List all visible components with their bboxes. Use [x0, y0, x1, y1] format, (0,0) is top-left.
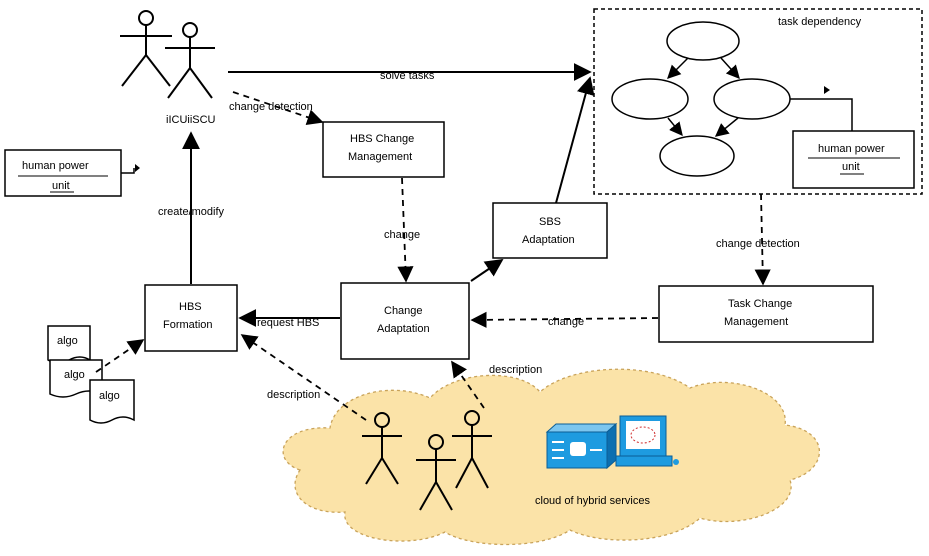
algo-label-1: algo [57, 335, 78, 347]
edge-algo-to-hbs [95, 339, 145, 373]
edge-description-right [451, 360, 485, 409]
edge-change-right [470, 311, 659, 328]
hpu-right-title: human power [818, 143, 885, 155]
box-task-change-management: Task Change Management [658, 285, 874, 343]
hpu-right-unit: unit [842, 161, 860, 173]
edge-label-change-right: change [548, 316, 584, 328]
task-node-right [713, 78, 791, 120]
edge-sbs-to-tasks [555, 76, 595, 204]
edge-to-sbs [470, 258, 504, 282]
cloud-actor-middle [416, 434, 456, 511]
change-adapt-line2: Adaptation [377, 323, 430, 335]
actor-icu [120, 10, 172, 87]
hpu-left-connector [121, 168, 135, 174]
cloud-label: cloud of hybrid services [535, 495, 650, 507]
cloud-actor-right [452, 410, 492, 489]
hbs-change-mgmt-line2: Management [348, 151, 412, 163]
box-sbs-adaptation: SBS Adaptation [492, 202, 608, 259]
actor-label: iICUiiSCU [166, 114, 216, 126]
human-power-unit-left: human power unit [4, 149, 122, 197]
hpu-right-connector [790, 98, 853, 131]
algo-documents: algo algo algo [47, 325, 135, 424]
hpu-left-unit: unit [52, 180, 70, 192]
task-dependency-title: task dependency [778, 16, 862, 28]
human-power-unit-right [792, 130, 915, 189]
hbs-change-mgmt-line1: HBS Change [350, 133, 414, 145]
edge-label-description-left: description [267, 389, 320, 401]
edge-label-change-detection-right: change detection [716, 238, 800, 250]
edge-label-change-mid: change [384, 229, 420, 241]
edge-label-request-hbs: request HBS [257, 317, 319, 329]
edge-label-change-detection-top: change detection [229, 101, 313, 113]
box-hbs-formation: HBS Formation [144, 284, 238, 352]
cloud-actor-left [362, 412, 402, 485]
hpu-left-tip [135, 164, 140, 172]
edge-change-detection-right [754, 193, 771, 286]
change-adapt-line1: Change [384, 305, 423, 317]
edge-label-description-right: description [489, 364, 542, 376]
edge-label-create-modify: create/modify [158, 206, 225, 218]
computer-icon [615, 415, 679, 467]
box-hbs-change-management: HBS Change Management [322, 121, 445, 178]
hpu-left-title: human power [22, 160, 89, 172]
algo-doc-3 [89, 379, 135, 424]
edge-label-solve-tasks: solve tasks [380, 70, 435, 82]
algo-label-2: algo [64, 369, 85, 381]
box-change-adaptation: Change Adaptation [340, 282, 470, 360]
task-change-line1: Task Change [728, 298, 792, 310]
hbs-form-line2: Formation [163, 319, 213, 331]
hbs-form-line1: HBS [179, 301, 202, 313]
task-dependency-panel: task dependency human power unit [593, 8, 923, 195]
sbs-line1: SBS [539, 216, 561, 228]
task-node-bottom [659, 135, 735, 177]
edge-description-left [240, 334, 367, 421]
task-node-left [611, 78, 689, 120]
task-change-line2: Management [724, 316, 788, 328]
actor-iscu [165, 22, 215, 99]
task-node-top [666, 21, 740, 61]
router-icon [545, 422, 618, 470]
sbs-line2: Adaptation [522, 234, 575, 246]
edge-change-detection-top [232, 91, 324, 126]
algo-label-3: algo [99, 390, 120, 402]
